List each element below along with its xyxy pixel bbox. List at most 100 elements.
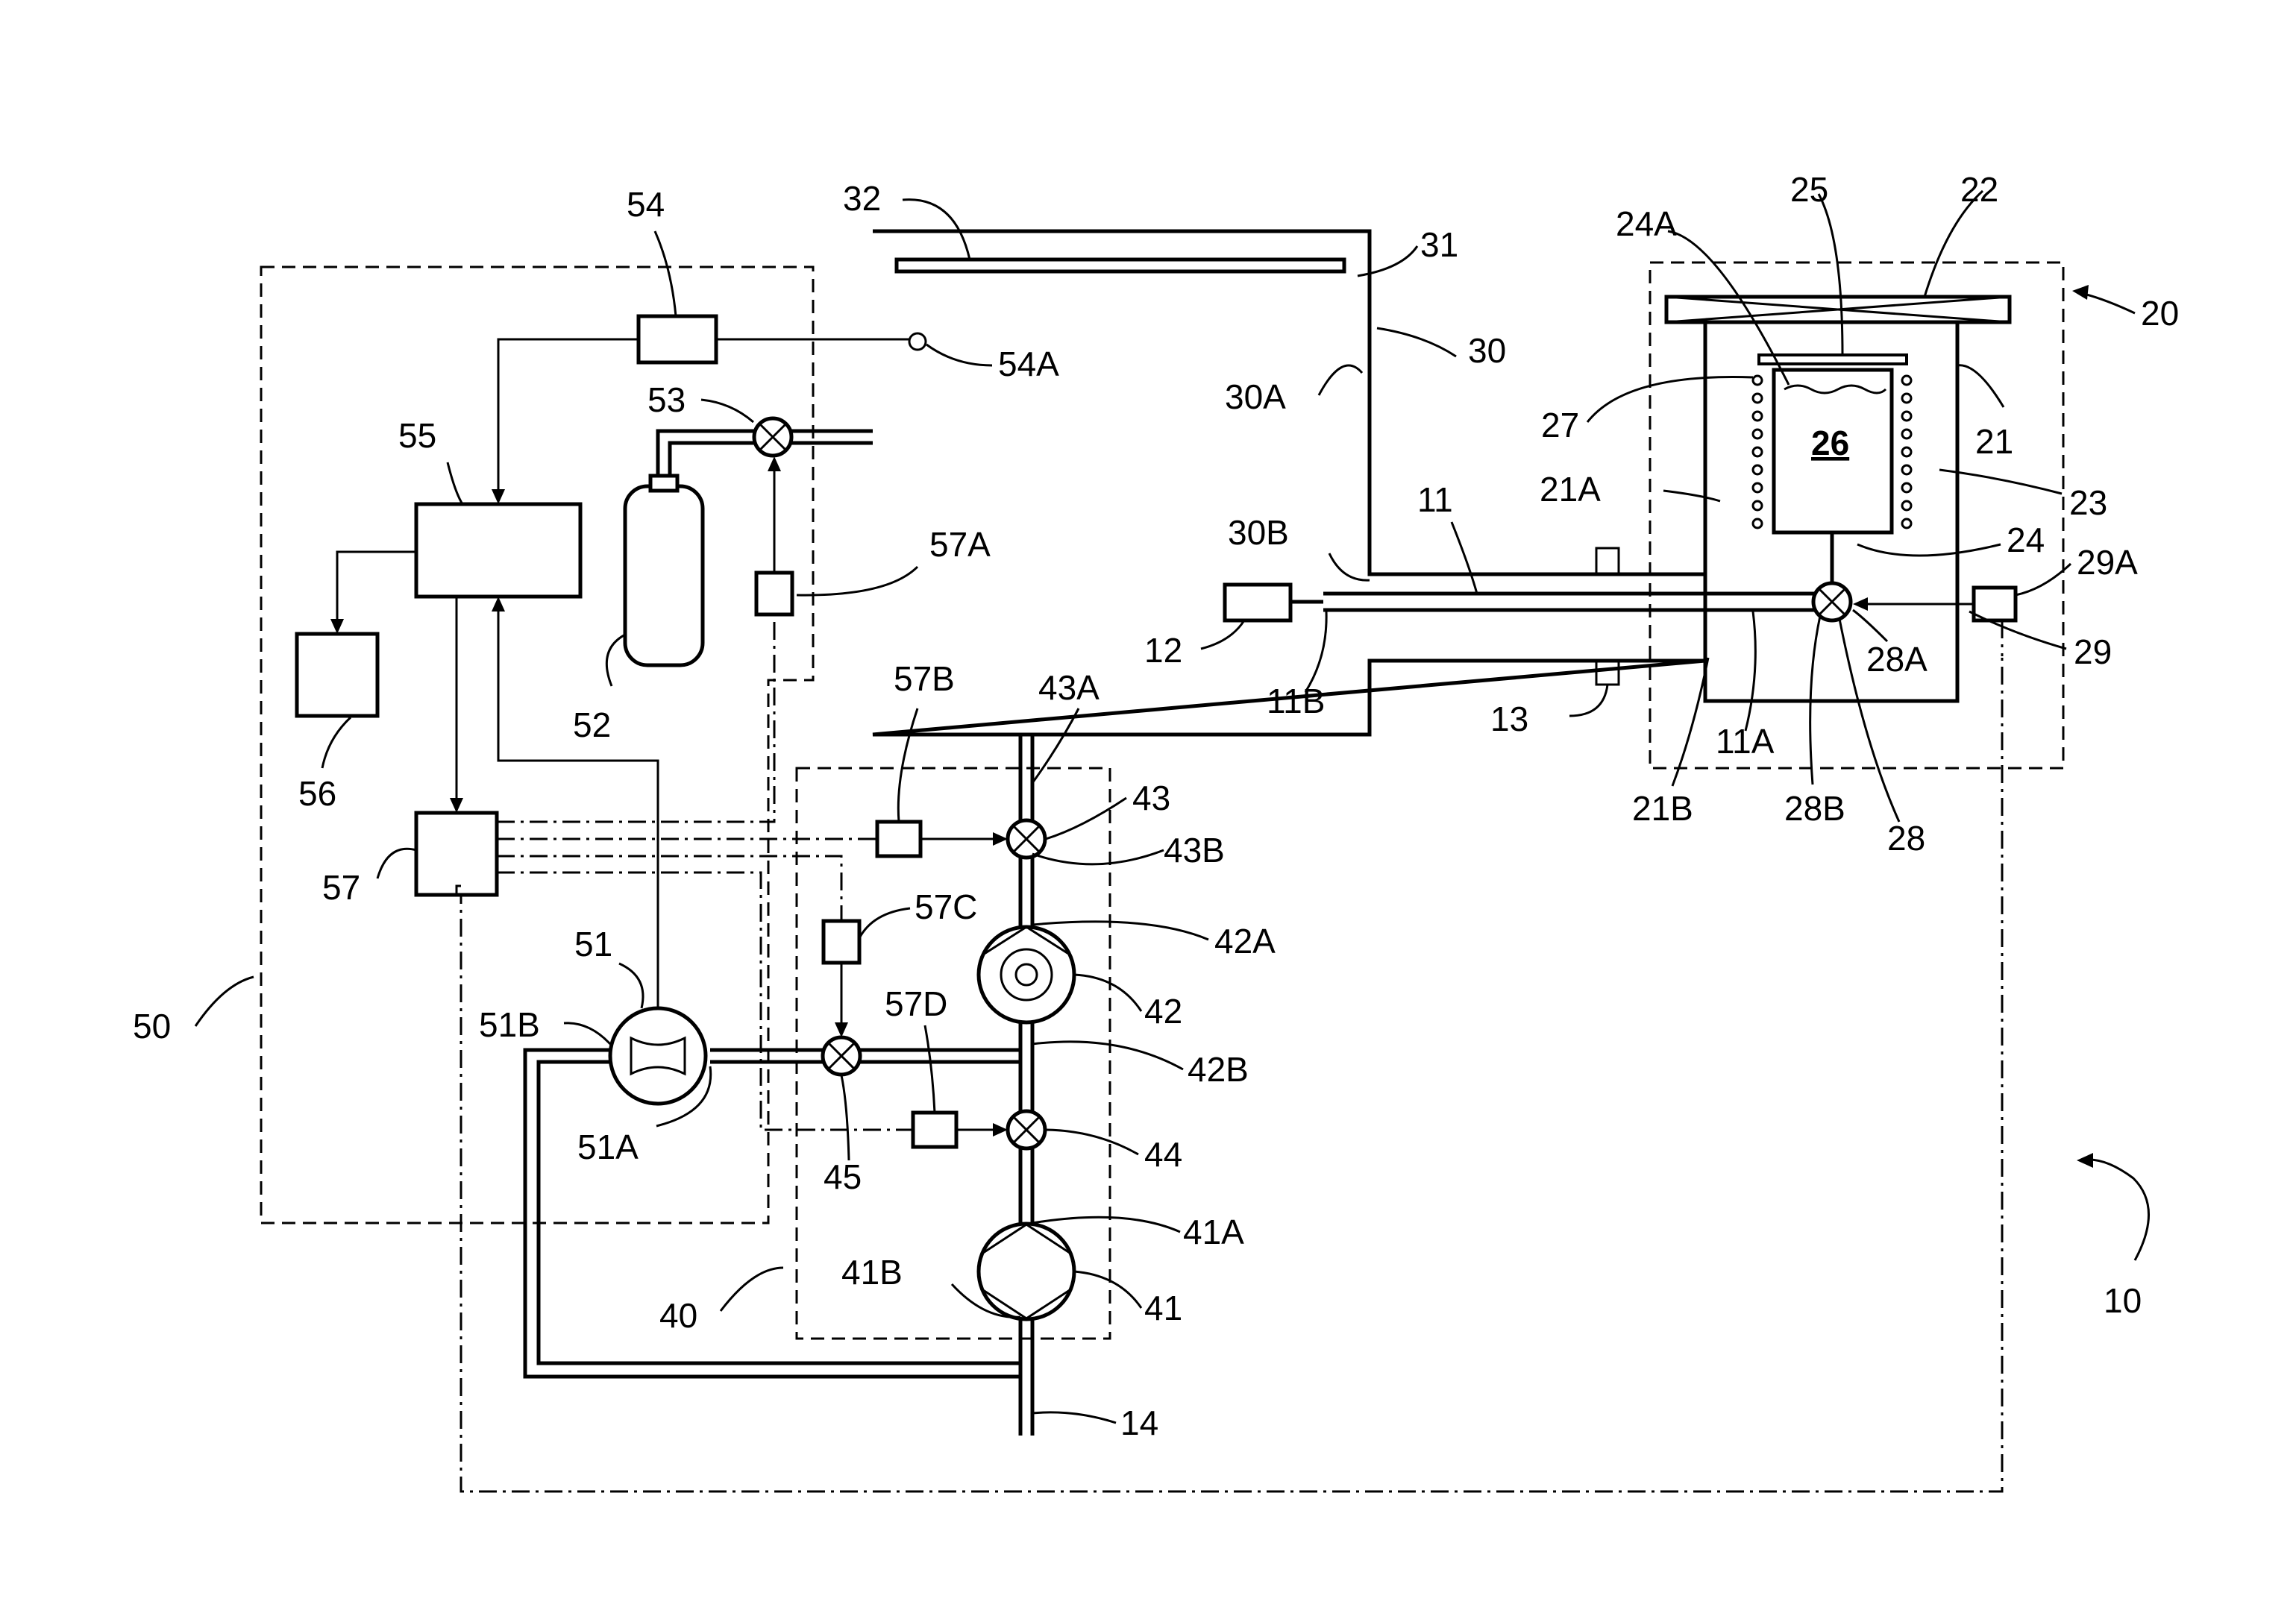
label-29: 29: [2074, 632, 2112, 671]
valve-45: [823, 1037, 860, 1075]
heater-coil-27-left: [1753, 376, 1762, 528]
label-42B: 42B: [1188, 1050, 1249, 1089]
nozzle-12: [1225, 585, 1290, 620]
arrow-43: [993, 832, 1008, 846]
leader-41: [1074, 1271, 1141, 1308]
leader-30B: [1329, 553, 1370, 580]
turbo-pump-42: [979, 927, 1074, 1022]
label-26: 26: [1811, 424, 1849, 462]
leader-41A: [1032, 1217, 1180, 1232]
leader-42A: [1032, 922, 1208, 940]
signal-57C: [497, 856, 841, 921]
leader-21: [1957, 365, 2004, 407]
label-23: 23: [2069, 483, 2107, 522]
leader-27: [1587, 377, 1753, 423]
sensor-unit-54: [639, 316, 716, 362]
arrow-45: [835, 1022, 848, 1037]
processor-55: [416, 504, 580, 597]
label-52: 52: [573, 705, 611, 744]
leader-42B: [1032, 1042, 1183, 1069]
leader-44: [1046, 1130, 1138, 1154]
label-11B: 11B: [1267, 682, 1325, 720]
pressure-sensor-54A: [909, 333, 926, 350]
leader-11B: [1305, 611, 1326, 692]
label-14: 14: [1120, 1403, 1158, 1442]
label-20: 20: [2141, 294, 2179, 333]
leader-14: [1032, 1412, 1116, 1423]
label-30: 30: [1468, 331, 1506, 370]
label-30A: 30A: [1225, 377, 1286, 416]
label-57C: 57C: [915, 887, 977, 926]
label-22: 22: [1960, 170, 1998, 209]
label-43B: 43B: [1164, 831, 1225, 870]
label-29A: 29A: [2077, 543, 2138, 582]
leader-31: [1358, 246, 1417, 276]
label-51B: 51B: [479, 1005, 540, 1044]
label-44: 44: [1144, 1135, 1182, 1174]
leader-43B: [1032, 850, 1164, 864]
leader-53: [701, 400, 753, 422]
label-25: 25: [1790, 170, 1828, 209]
controller-57B: [877, 822, 920, 856]
label-41B: 41B: [841, 1253, 903, 1292]
label-28A: 28A: [1866, 640, 1928, 679]
controller-57C: [824, 921, 859, 963]
gas-analyzer-51: [610, 1008, 706, 1104]
leader-57B: [898, 708, 918, 822]
processor-to-display: [337, 552, 416, 628]
leader-51B: [564, 1023, 610, 1044]
gas-cylinder-52: [625, 476, 703, 665]
label-42A: 42A: [1214, 922, 1276, 961]
label-13: 13: [1490, 699, 1528, 738]
label-45: 45: [824, 1157, 862, 1196]
label-28: 28: [1887, 819, 1925, 858]
label-57B: 57B: [894, 659, 955, 698]
label-10: 10: [2104, 1281, 2142, 1320]
leader-11: [1452, 522, 1477, 594]
leader-12: [1201, 620, 1244, 649]
heater-coil-27-right: [1902, 376, 1911, 528]
valve-43: [1008, 820, 1045, 858]
label-51: 51: [574, 925, 612, 963]
label-27: 27: [1541, 406, 1579, 444]
label-21B: 21B: [1632, 789, 1693, 828]
leader-40: [721, 1268, 783, 1311]
controller-57A: [756, 573, 792, 614]
leader-55: [448, 462, 462, 504]
leader-57D: [925, 1025, 935, 1113]
label-54: 54: [627, 185, 665, 224]
leader-11A: [1745, 611, 1755, 731]
leader-54: [655, 231, 676, 316]
arrow-55-top: [492, 489, 505, 504]
sensor-54-to-55: [498, 339, 639, 498]
label-21: 21: [1975, 422, 2013, 461]
label-50: 50: [133, 1007, 171, 1046]
label-12: 12: [1144, 631, 1182, 670]
arrow-10: [2077, 1153, 2093, 1168]
valve-44: [1008, 1111, 1045, 1148]
valve-53: [754, 418, 791, 456]
leader-43: [1046, 798, 1126, 839]
rough-pump-41: [979, 1224, 1074, 1319]
leader-30A: [1319, 365, 1362, 395]
lid-25: [1759, 355, 1907, 364]
label-57: 57: [322, 868, 360, 907]
label-56: 56: [298, 774, 336, 813]
label-43A: 43A: [1038, 668, 1100, 707]
controller-57D: [913, 1113, 956, 1147]
leader-50: [195, 977, 254, 1026]
label-54A: 54A: [998, 345, 1059, 383]
label-40: 40: [659, 1296, 697, 1335]
label-31: 31: [1420, 225, 1458, 264]
label-41A: 41A: [1183, 1213, 1244, 1251]
label-57D: 57D: [885, 984, 947, 1023]
signal-57D: [497, 873, 913, 1130]
leader-54A: [926, 345, 992, 365]
port-13-top: [1596, 548, 1619, 574]
display-56: [297, 634, 377, 716]
arrow-20: [2072, 285, 2089, 300]
label-11A: 11A: [1716, 722, 1775, 761]
label-43: 43: [1132, 779, 1170, 817]
label-41: 41: [1144, 1289, 1182, 1327]
label-55: 55: [398, 416, 436, 455]
